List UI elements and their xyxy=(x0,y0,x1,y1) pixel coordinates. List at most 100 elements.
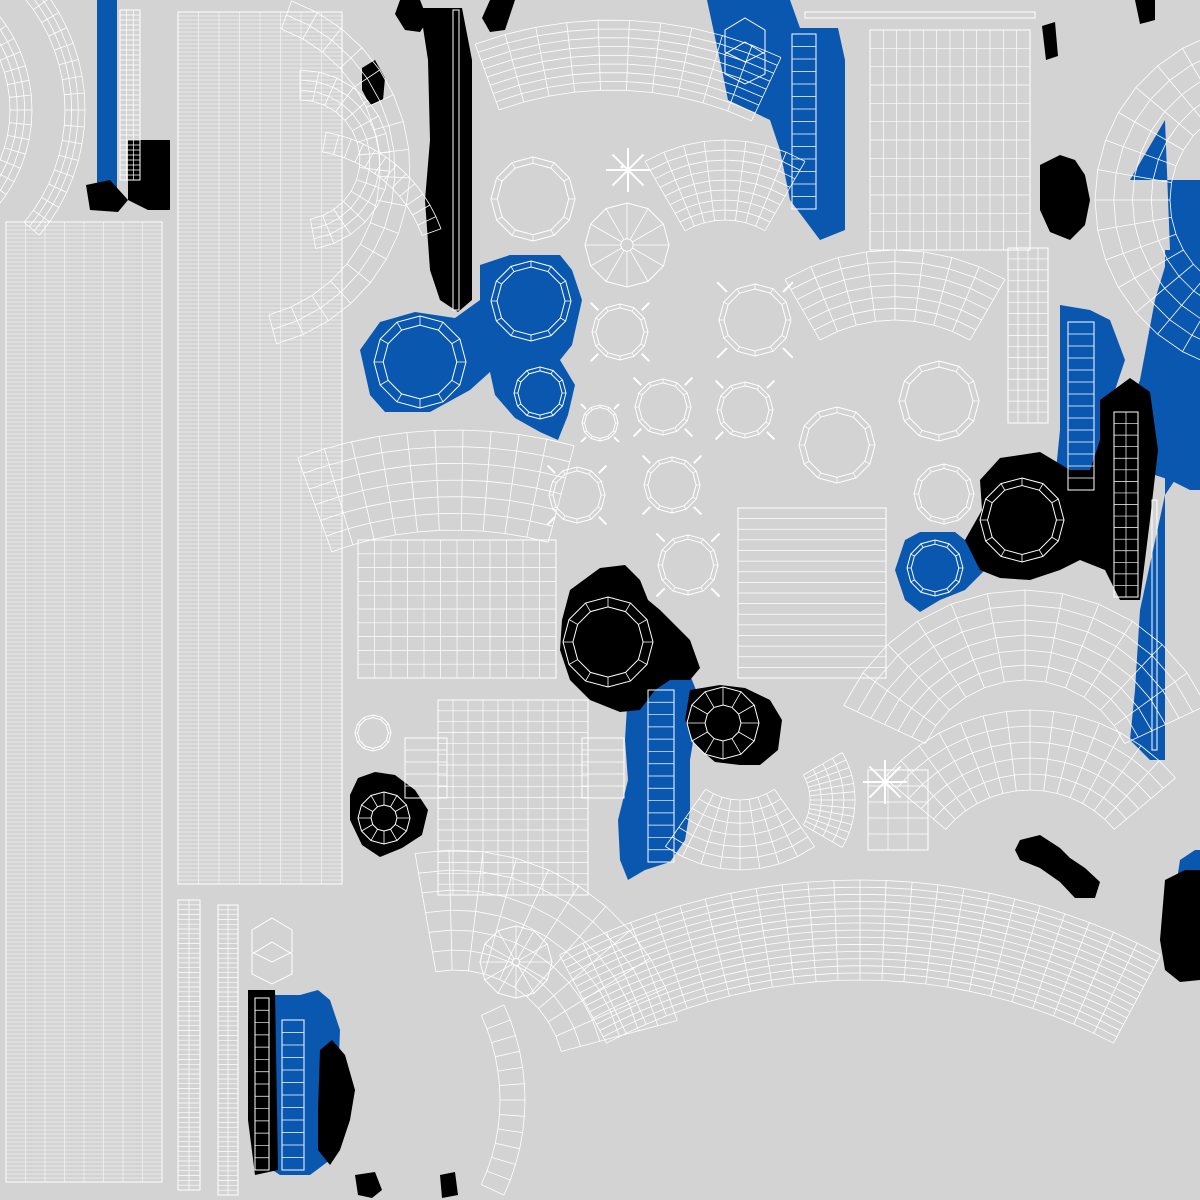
panel-couch-arm-l-border xyxy=(404,737,448,799)
blue-region-right-long xyxy=(1130,250,1175,760)
table-ring-6-feet xyxy=(546,464,608,526)
blue-region-right-column xyxy=(1055,305,1125,500)
black-region-small-drop xyxy=(432,46,446,80)
ring-small-left-inner xyxy=(357,717,389,749)
panel-center-bowl xyxy=(644,139,806,232)
panel-bottom-strip-mesh xyxy=(480,1004,526,1196)
table-ring-2-feet xyxy=(716,281,794,359)
panel-couch-bowl-mesh xyxy=(665,788,815,871)
panel-couch-arm-r-lines xyxy=(582,749,624,787)
panel-couch-center xyxy=(437,699,589,896)
panel-right-arch xyxy=(784,249,1006,341)
table-ring-4-spokes xyxy=(717,382,773,438)
table-ring-4 xyxy=(714,379,776,441)
black-region-bottom-left-splash xyxy=(318,1040,355,1165)
black-region-top-teardrop-2 xyxy=(482,0,515,32)
table-ring-2-inner xyxy=(723,288,787,352)
arc-top-left-3-mesh xyxy=(322,131,442,236)
ring-left-mid-spokes xyxy=(358,792,410,844)
ring-mid-2-spokes xyxy=(899,361,979,441)
panel-right-arm-lines xyxy=(868,770,928,850)
strip-ladder-top xyxy=(119,9,141,181)
table-ring-7-feet xyxy=(641,454,703,516)
rail-top xyxy=(804,11,1036,19)
ring-mid-2-inner xyxy=(904,366,974,436)
black-region-center-right-blob xyxy=(685,685,782,765)
blue-region-left-strip xyxy=(97,0,117,195)
ring-3-cross-spokes xyxy=(621,166,623,168)
ring-1 xyxy=(490,156,576,242)
black-region-top-right-tear xyxy=(1135,0,1155,24)
table-ring-4-outer xyxy=(716,381,774,439)
panel-left-lower xyxy=(357,539,557,679)
panel-stripes-center-lines xyxy=(738,518,886,668)
blue-ladder-top-lines xyxy=(792,46,816,197)
panel-top-right-lines xyxy=(870,30,1030,250)
ring-black-center-spokes xyxy=(563,597,653,687)
table-ring-5-feet xyxy=(580,403,620,443)
table-ring-3-inner xyxy=(638,382,688,432)
blue-region-top-center xyxy=(707,0,845,240)
black-region-top-left-foot xyxy=(86,180,128,212)
table-ring-8-inner xyxy=(661,538,715,592)
panel-top-right xyxy=(869,29,1031,251)
ring-blue-1 xyxy=(490,260,572,342)
black-region-top-left-block xyxy=(128,140,170,210)
blue-ladder-bottom xyxy=(281,1019,305,1171)
ring-mid-2 xyxy=(898,360,980,442)
arc-right-top-mesh xyxy=(1094,39,1200,361)
ring-black-center-2-spokes xyxy=(687,687,759,759)
black-ladder-right-lines xyxy=(1114,412,1138,597)
panel-left-lower-lines xyxy=(358,540,556,678)
table-ring-8-outer xyxy=(657,534,719,596)
panel-bottom-left-arc-mesh xyxy=(414,849,678,1052)
panel-top-center xyxy=(474,19,782,122)
black-region-top-teardrop-1 xyxy=(395,0,428,32)
panel-bottom-big xyxy=(559,879,1161,1044)
table-ring-1-feet xyxy=(589,301,651,363)
panel-bottom-big-mesh xyxy=(559,879,1161,1044)
rail-right xyxy=(1151,499,1158,751)
table-ring-6 xyxy=(546,464,608,526)
strip-arc-2-mesh xyxy=(23,0,86,236)
arc-top-left-3 xyxy=(322,131,442,236)
blue-region-small-circle xyxy=(895,532,985,612)
cube-top xyxy=(724,17,766,85)
table-ring-5-spokes xyxy=(582,405,618,441)
table-ring-6-spokes xyxy=(549,467,605,523)
ring-3-cross xyxy=(620,165,624,169)
table-ring-7 xyxy=(641,454,703,516)
table-ring-6-outer xyxy=(548,466,606,524)
panel-right-column xyxy=(1007,247,1049,424)
strip-bottom-2 xyxy=(217,904,239,1196)
black-region-left-blob xyxy=(362,60,385,105)
black-ladder-right xyxy=(1113,411,1139,598)
cube-top-outline-b xyxy=(724,41,766,85)
strip-bottom-1-lines xyxy=(178,900,200,1190)
table-ring-3-outer xyxy=(634,378,692,436)
ring-1-spokes xyxy=(491,157,575,241)
cube-bottom-outline-b xyxy=(251,941,293,985)
black-ladder-bottom-lines xyxy=(255,1009,269,1159)
table-ring-8 xyxy=(655,532,721,598)
panel-couch-side-mesh xyxy=(802,752,856,848)
black-region-center-big xyxy=(560,565,700,712)
black-region-bottom-right-blob xyxy=(1015,835,1100,898)
blue-ladder-bottom-lines xyxy=(282,1032,304,1158)
ring-mid-3-spokes xyxy=(914,464,974,524)
strip-bottom-1 xyxy=(177,899,201,1191)
blue-ladder-right-lines xyxy=(1068,333,1094,479)
ring-black-center-2 xyxy=(686,686,760,760)
cube-top-outline-a xyxy=(724,17,766,63)
blue-ladder-right xyxy=(1067,321,1095,491)
black-region-bottom-left-pole xyxy=(248,990,278,1175)
ring-blue-small-spokes xyxy=(907,540,963,596)
table-ring-7-inner xyxy=(647,460,697,510)
table-ring-7-outer xyxy=(643,456,701,514)
panel-bottom-left-arc xyxy=(414,849,678,1052)
panel-right-arm-border xyxy=(867,769,929,851)
panel-couch-side xyxy=(802,752,856,848)
table-ring-5-inner xyxy=(584,407,616,439)
strip-arc-2 xyxy=(23,0,86,236)
